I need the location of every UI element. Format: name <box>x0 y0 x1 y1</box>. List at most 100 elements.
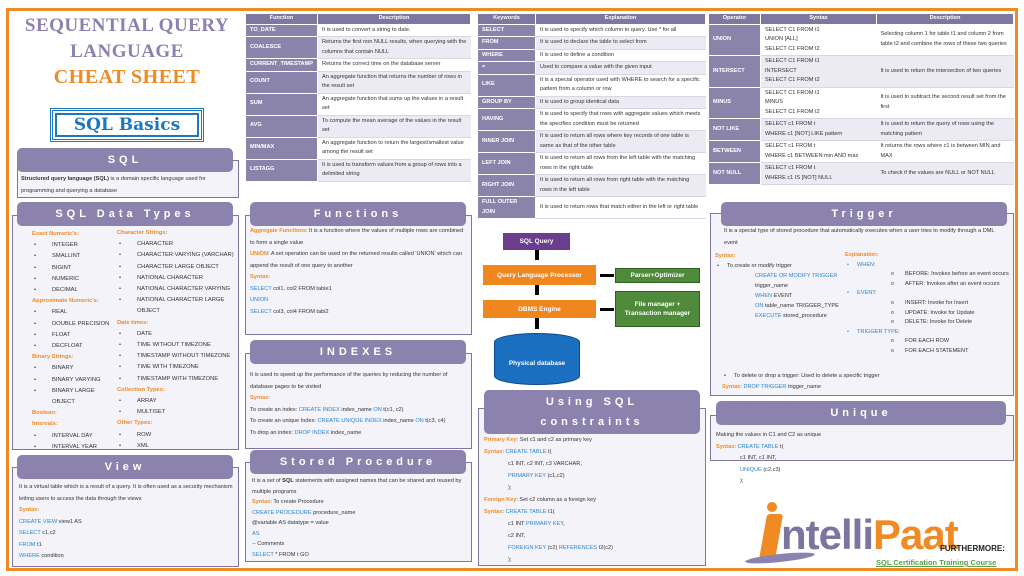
sql-keyword: WHEN: <box>857 261 876 268</box>
text: FOR EACH STATEMENT <box>905 347 969 354</box>
row-key: INTERSECT <box>708 55 761 88</box>
type-item: TIMESTAMP WITHOUT TIMEZONE <box>117 351 239 362</box>
row-cell: SELECT c1 FROM t WHERE c1 BETWEEN min AN… <box>760 140 877 163</box>
sql-keyword: WHEN <box>755 293 773 299</box>
sql-header: SQL <box>17 148 233 172</box>
stored-procedure-section <box>245 462 472 562</box>
stored-procedure-header: Stored Procedure <box>250 450 466 474</box>
label: Syntax <box>250 274 269 280</box>
text: : Set c1 and c2 as primary key <box>516 437 592 443</box>
arrow-left-icon <box>600 274 614 277</box>
text: DELETE: Invoke for Delete <box>905 319 973 326</box>
row-cell: It is used to return the intersection of… <box>876 55 1014 88</box>
text-line: c1 INT, c1 INT, <box>716 453 1006 465</box>
text: t1 <box>35 541 42 548</box>
view-body: It is a virtual table which is a result … <box>19 482 235 563</box>
text-line: ); <box>716 476 1006 488</box>
text-line: c1 INT PRIMARY KEY, <box>484 518 704 530</box>
row-cell: SELECT c1 FROM t WHERE c1 [NOT] LIKE pat… <box>760 118 877 141</box>
type-item: TIME WITH TIMEZONE <box>117 362 239 373</box>
row-key: MINUS <box>708 86 761 119</box>
row-cell: It is used to subtract the second result… <box>876 87 1014 119</box>
row-cell: It is used to return rows that match eit… <box>535 196 706 219</box>
sql-keyword: SELECT <box>252 551 274 558</box>
text: t(c1, c2) <box>381 406 404 413</box>
sql-keyword: DROP INDEX <box>294 429 330 436</box>
trigger-drop: To delete or drop a trigger: Used to del… <box>722 371 1007 393</box>
type-item: CHARACTER LARGE OBJECT <box>117 262 239 273</box>
text: col3, col4 FROM tabl2 <box>271 308 329 315</box>
text-line: UPDATE: Invoke for Update <box>845 309 1015 319</box>
row-cell: It is used to return all rows from the l… <box>535 152 706 175</box>
text-line: Syntax: CREATE TABLE t( <box>484 446 704 458</box>
sql-keyword: CREATE TABLE <box>505 449 547 455</box>
type-item: CHARACTER VARYING (VARCHAR) <box>117 250 239 261</box>
text: To create an unique Index: <box>250 418 318 424</box>
column-header: Explanation <box>535 13 706 25</box>
text-line: To drop an index: DROP INDEX index_name <box>250 428 470 440</box>
text-line: Syntax: <box>715 251 845 261</box>
type-group-label: Binary Strings: <box>32 354 74 361</box>
functions-header: Functions <box>250 202 466 226</box>
row-cell: It returns the rows where c1 is between … <box>876 140 1014 163</box>
text-line: It is a special type of stored procedure… <box>724 226 1009 249</box>
sql-keyword: SELECT <box>19 530 41 536</box>
type-group-label: Date times: <box>117 319 149 326</box>
text-line: To create or modify trigger <box>715 261 845 271</box>
text: @variable AS datatype = value <box>252 520 329 526</box>
text: condition <box>39 553 64 559</box>
type-group-label: Collection Types: <box>117 386 165 393</box>
text: ); <box>508 485 512 491</box>
stored-procedure-body: It is a set of SQL statements with assig… <box>252 476 470 560</box>
arrow-left-icon <box>600 308 614 311</box>
text-line: Syntax: DROP TRIGGER trigger_name <box>722 382 1007 393</box>
type-group-label: Other Types: <box>117 420 153 427</box>
sql-keyword: ON <box>755 303 764 309</box>
sql-keyword: AS <box>252 530 260 537</box>
text: EVENT <box>772 293 793 299</box>
logo-text: ntelliPaat <box>781 511 959 558</box>
text: is a domain specific language used for p… <box>21 176 206 194</box>
constraints-header-line1: Using SQL <box>545 396 639 408</box>
table-row: =Used to compare a value with the given … <box>477 61 706 75</box>
row-key: COALESCE <box>245 36 318 59</box>
type-item: MULTISET <box>117 407 239 418</box>
sql-keyword: UNIQUE <box>740 466 762 473</box>
diagram-physical-database: Physical database <box>494 333 580 385</box>
text-line: UNION <box>250 295 468 307</box>
text-line: ON table_name TRIGGER_TYPE <box>715 301 845 311</box>
type-item: NATIONAL CHARACTER <box>117 273 239 284</box>
sql-course-link[interactable]: SQL Certification Training Course <box>876 558 997 567</box>
label: Syntax <box>484 509 503 515</box>
text-line: Syntax: CREATE TABLE t1( <box>484 506 704 518</box>
text: To create or modify trigger <box>727 263 792 269</box>
sql-keyword: PRIMARY KEY <box>525 521 564 527</box>
column-header: Description <box>316 13 472 25</box>
column-header: Keywords <box>477 13 536 25</box>
furthermore-label: FURTHERMORE: <box>940 544 1005 553</box>
column-header: Syntax <box>760 13 877 25</box>
label: Foreign Key <box>484 497 517 503</box>
functions-body: Aggregate Functions: It is a function wh… <box>250 226 468 318</box>
row-key: CURRENT_TIMESTAMP <box>245 58 318 72</box>
text-line: -- Comments <box>252 539 470 550</box>
data-types-col1: Exact Numeric's:INTEGERSMALLINTBIGINTNUM… <box>32 229 117 453</box>
text-line: c1 INT, c2 INT, c3 VARCHAR, <box>484 458 704 470</box>
text: It is a set of <box>252 478 283 484</box>
text: : <box>268 395 270 401</box>
text-line: TRIGGER TYPE: <box>845 328 1015 338</box>
row-cell: SELECT C1 FROM t1 INTERSECT SELECT C1 FR… <box>760 55 877 88</box>
row-cell: It is used to define a condition <box>535 49 706 62</box>
